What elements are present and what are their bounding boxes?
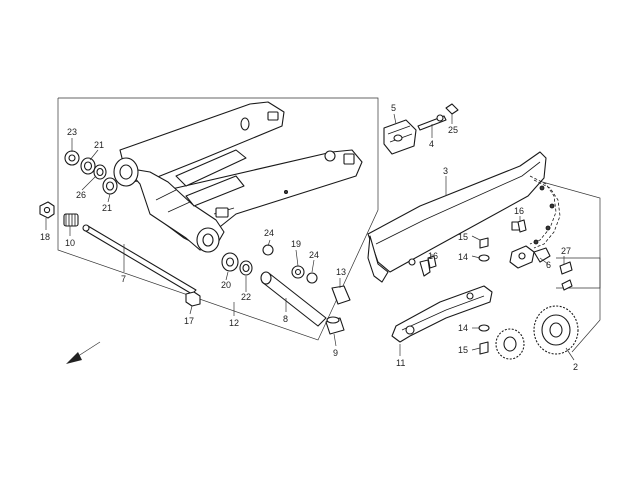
label-15-bottom: 15 bbox=[458, 345, 468, 355]
front-direction-arrow bbox=[66, 341, 101, 364]
label-19: 19 bbox=[291, 239, 301, 249]
label-11: 11 bbox=[396, 358, 405, 368]
label-12: 12 bbox=[229, 318, 239, 328]
swingarm-group-frame bbox=[57, 97, 379, 341]
label-26: 26 bbox=[76, 190, 86, 200]
chain-guide bbox=[391, 285, 493, 343]
label-8: 8 bbox=[283, 314, 288, 324]
label-24-left: 24 bbox=[264, 228, 274, 238]
pivot-hardware bbox=[39, 150, 351, 335]
label-14-top: 14 bbox=[458, 252, 468, 262]
leader-lines bbox=[45, 113, 575, 361]
swingarm bbox=[113, 101, 363, 253]
label-18: 18 bbox=[40, 232, 50, 242]
label-16-top: 16 bbox=[514, 206, 524, 216]
label-13: 13 bbox=[336, 267, 346, 277]
label-21-bottom: 21 bbox=[102, 203, 112, 213]
label-20: 20 bbox=[221, 280, 231, 290]
front-sprocket bbox=[495, 328, 525, 360]
rear-sprocket bbox=[533, 305, 579, 355]
bracket-frame bbox=[556, 257, 601, 289]
label-4: 4 bbox=[429, 139, 434, 149]
label-27: 27 bbox=[561, 246, 571, 256]
label-10: 10 bbox=[65, 238, 75, 248]
label-15-top: 15 bbox=[458, 232, 468, 242]
chain-case bbox=[367, 151, 547, 283]
fasteners bbox=[427, 219, 527, 355]
label-14-bottom: 14 bbox=[458, 323, 468, 333]
label-16-bottom: 16 bbox=[428, 251, 438, 261]
fastener-27 bbox=[559, 261, 573, 291]
label-3: 3 bbox=[443, 166, 448, 176]
label-17: 17 bbox=[184, 316, 194, 326]
label-25: 25 bbox=[448, 125, 458, 135]
chain-adjuster bbox=[383, 103, 459, 155]
label-22: 22 bbox=[241, 292, 251, 302]
label-23: 23 bbox=[67, 127, 77, 137]
label-6: 6 bbox=[546, 260, 551, 270]
label-21-top: 21 bbox=[94, 140, 104, 150]
label-7: 7 bbox=[121, 274, 126, 284]
part-number-labels: 23 21 26 21 18 10 7 17 12 20 22 24 19 24… bbox=[40, 103, 578, 372]
label-9: 9 bbox=[333, 348, 338, 358]
label-2: 2 bbox=[573, 362, 578, 372]
label-24-right: 24 bbox=[309, 250, 319, 260]
drive-chain bbox=[509, 175, 561, 269]
label-5: 5 bbox=[391, 103, 396, 113]
